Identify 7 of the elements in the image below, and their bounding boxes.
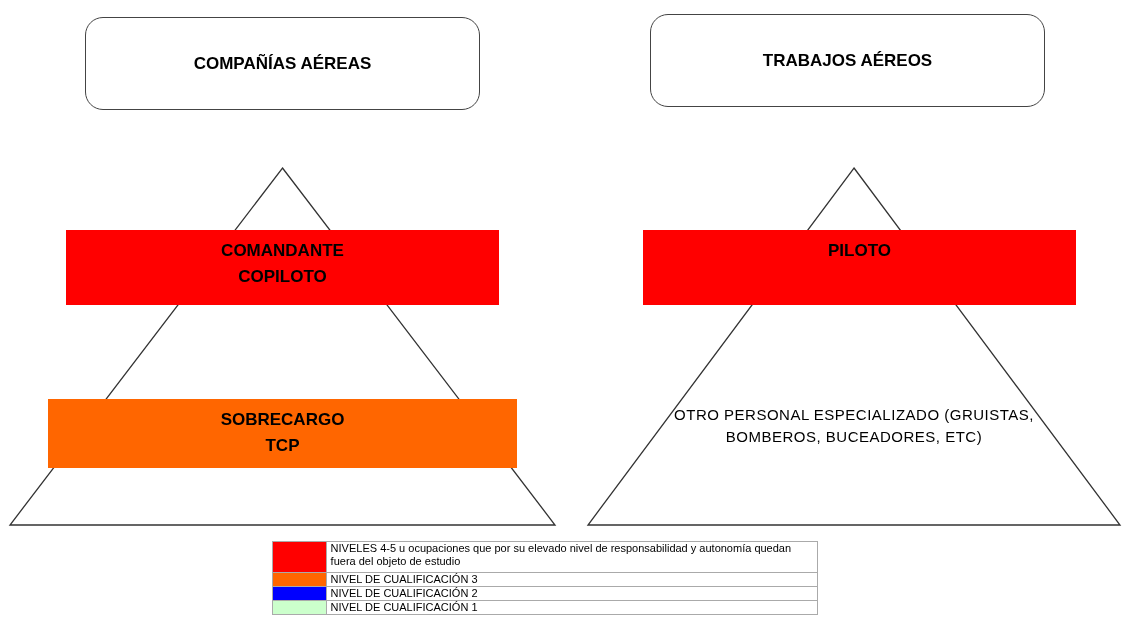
- header-box: COMPAÑÍAS AÉREAS: [85, 17, 480, 110]
- legend-label: NIVEL DE CUALIFICACIÓN 1: [326, 600, 818, 615]
- legend-label: NIVEL DE CUALIFICACIÓN 2: [326, 586, 818, 601]
- pyramid-label: OTRO PERSONAL ESPECIALIZADO (GRUISTAS, BOMBEROS, BUCEADORES, ETC): [674, 405, 1034, 447]
- legend-label: NIVELES 4-5 u ocupaciones que por su elevado nivel de responsabilidad y autonomía quedan fuera del objeto de estudio: [326, 541, 818, 573]
- header-box: TRABAJOS AÉREOS: [650, 14, 1045, 107]
- legend-label: NIVEL DE CUALIFICACIÓN 3: [326, 572, 818, 587]
